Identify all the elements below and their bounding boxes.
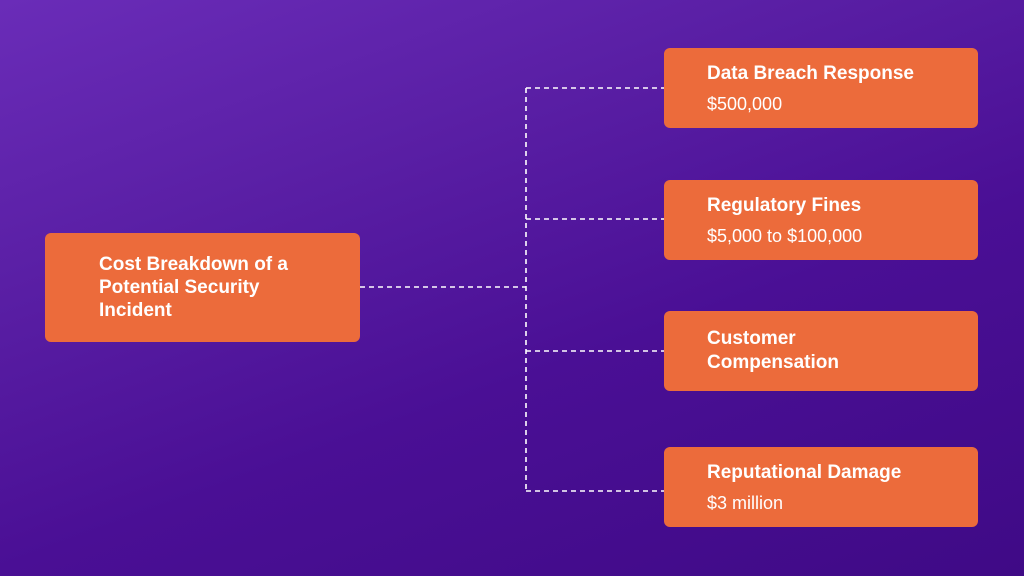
- root-node: Cost Breakdown of a Potential Security I…: [45, 233, 360, 342]
- branch-node-title: Data Breach Response: [707, 63, 914, 84]
- branch-node-value: $3 million: [707, 493, 784, 513]
- branch-node-value: $500,000: [707, 94, 783, 114]
- branch-node-title: Reputational Damage: [707, 462, 902, 483]
- root-node-title: Cost Breakdown of a Potential Security I…: [99, 254, 288, 321]
- branch-node-title: Customer Compensation: [707, 328, 839, 373]
- branch-node-customer-compensation: Customer Compensation: [664, 311, 978, 391]
- branch-node-data-breach-response: Data Breach Response $500,000: [664, 48, 978, 128]
- branch-node-regulatory-fines: Regulatory Fines $5,000 to $100,000: [664, 180, 978, 260]
- branch-node-value: $5,000 to $100,000: [707, 226, 863, 246]
- branch-node-reputational-damage: Reputational Damage $3 million: [664, 447, 978, 527]
- branch-node-title: Regulatory Fines: [707, 195, 862, 216]
